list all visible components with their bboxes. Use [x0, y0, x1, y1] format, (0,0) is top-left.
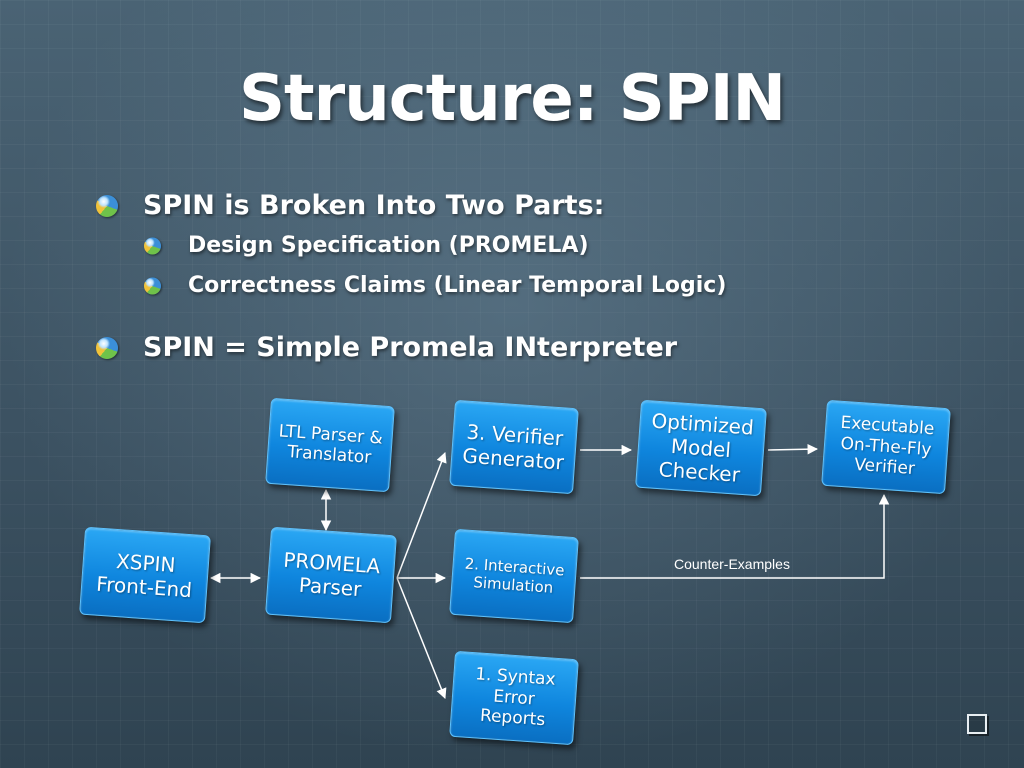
sub-bullet-item: Correctness Claims (Linear Temporal Logi…: [96, 266, 726, 306]
node-promela-parser: PROMELA Parser: [265, 526, 397, 624]
node-verifier-generator: 3. Verifier Generator: [449, 399, 579, 495]
node-ltl-parser: LTL Parser & Translator: [265, 397, 395, 493]
globe-bullet-icon: [96, 195, 118, 217]
sub-bullet-text: Correctness Claims (Linear Temporal Logi…: [188, 273, 727, 298]
bullet-text: SPIN is Broken Into Two Parts:: [143, 190, 605, 221]
edge-label-counter-examples: Counter-Examples: [674, 556, 790, 572]
bullet-list: SPIN is Broken Into Two Parts: Design Sp…: [96, 186, 726, 368]
node-label: XSPIN Front-End: [95, 548, 193, 603]
node-interactive-simulation: 2. Interactive Simulation: [449, 528, 579, 624]
bullet-item: SPIN = Simple Promela INterpreter: [96, 328, 726, 368]
sub-bullet-item: Design Specification (PROMELA): [96, 226, 726, 266]
node-label: Optimized Model Checker: [650, 408, 755, 487]
node-label: LTL Parser & Translator: [278, 421, 384, 468]
square-icon[interactable]: [967, 714, 987, 734]
node-label: 2. Interactive Simulation: [464, 554, 566, 597]
node-label: 1. Syntax Error Reports: [474, 664, 557, 731]
arrow-promela-syntax: [396, 577, 447, 699]
bullet-spacer: [96, 306, 726, 328]
globe-bullet-icon: [144, 237, 161, 255]
arrow-checker-executable: [767, 443, 819, 455]
globe-bullet-icon: [96, 337, 118, 359]
arrow-promela-verifier: [396, 452, 447, 579]
bullet-text: SPIN = Simple Promela INterpreter: [143, 332, 678, 363]
node-xspin-front-end: XSPIN Front-End: [79, 526, 211, 624]
slide-title: Structure: SPIN: [238, 62, 786, 136]
globe-bullet-icon: [144, 277, 161, 295]
bullet-item: SPIN is Broken Into Two Parts:: [96, 186, 726, 226]
node-optimized-model-checker: Optimized Model Checker: [635, 399, 767, 497]
node-label: Executable On-The-Fly Verifier: [839, 413, 935, 480]
node-label: PROMELA Parser: [282, 547, 381, 602]
sub-bullet-text: Design Specification (PROMELA): [188, 233, 589, 258]
node-syntax-error-reports: 1. Syntax Error Reports: [449, 650, 579, 746]
node-executable-verifier: Executable On-The-Fly Verifier: [821, 399, 951, 495]
node-label: 3. Verifier Generator: [461, 419, 565, 475]
